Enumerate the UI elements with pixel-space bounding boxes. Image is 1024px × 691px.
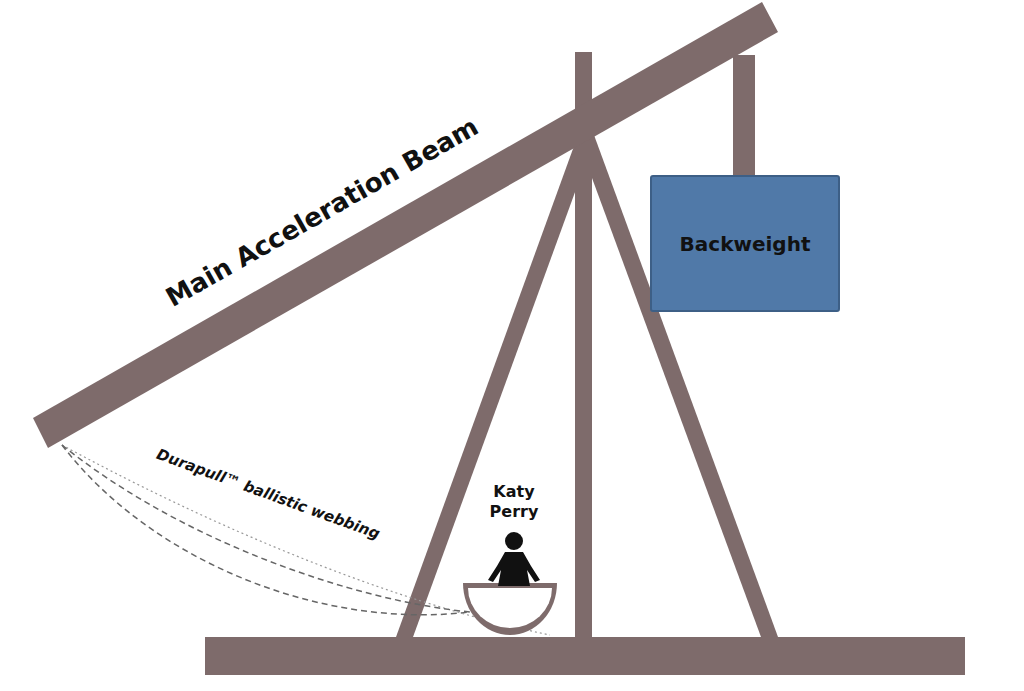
person-label: Katy Perry: [484, 482, 544, 522]
sling-pouch: [463, 583, 557, 635]
weight-hanger: [733, 55, 755, 180]
webbing-label: Durapull™ ballistic webbing: [154, 445, 382, 543]
webbing-line: [62, 445, 470, 612]
weight-box: Backweight: [650, 175, 840, 312]
ground-beam: [205, 637, 965, 675]
webbing-line: [62, 445, 470, 615]
sling-pouch-inner: [468, 588, 552, 628]
person-body: [488, 552, 540, 586]
person-head: [505, 532, 523, 550]
weight-label: Backweight: [680, 232, 811, 256]
